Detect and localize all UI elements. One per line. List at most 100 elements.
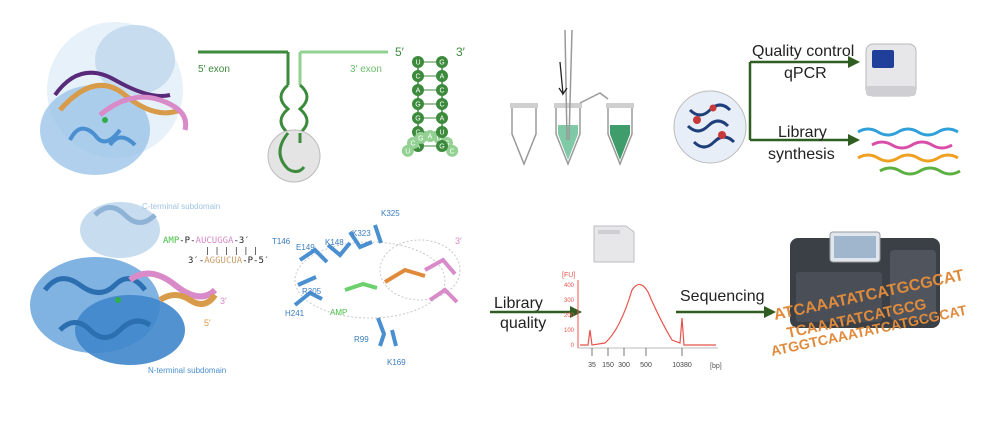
residue-label: K325 bbox=[381, 209, 400, 218]
residue-label: H241 bbox=[285, 309, 305, 318]
y-tick-label: 300 bbox=[564, 298, 575, 304]
hairpin-base bbox=[412, 112, 424, 124]
y-tick-label: 400 bbox=[564, 283, 575, 289]
residue-label: R99 bbox=[354, 335, 369, 344]
residue-label: T146 bbox=[272, 237, 291, 246]
hairpin-base bbox=[412, 56, 424, 68]
library-quality-line2: quality bbox=[500, 315, 546, 332]
hairpin-base bbox=[412, 98, 424, 110]
protein-structure-large bbox=[30, 202, 218, 365]
hairpin-base bbox=[436, 126, 448, 138]
hairpin-base bbox=[412, 84, 424, 96]
three-prime-exon-label: 3′ exon bbox=[350, 64, 382, 75]
hairpin-base bbox=[424, 130, 436, 142]
hairpin-base-letter: G bbox=[415, 102, 420, 109]
residue-label: R305 bbox=[302, 287, 322, 296]
rna-hairpin: 5′ 3′ UCAGGCAUCGAUGCGUACCAG bbox=[395, 45, 466, 157]
hairpin-base-letter: G bbox=[418, 135, 423, 142]
library-quality-line1: Library bbox=[494, 295, 543, 312]
hairpin-base-letter: C bbox=[450, 148, 455, 155]
residue-label: K323 bbox=[352, 229, 371, 238]
seq-bottom-start: 3′- bbox=[188, 256, 204, 266]
y-tick-label: 0 bbox=[571, 343, 575, 349]
hairpin-base bbox=[414, 131, 427, 144]
hairpin-base bbox=[436, 98, 448, 110]
x-tick-label: 10380 bbox=[672, 362, 692, 369]
hairpin-base bbox=[446, 144, 459, 157]
active-site-residues: T146 E149 K148 K323 K325 R305 H241 AMP R… bbox=[272, 209, 462, 367]
hairpin-base-letter: C bbox=[439, 88, 444, 95]
seq-top-amp: AMP bbox=[163, 236, 180, 246]
hairpin-base-letter: G bbox=[415, 116, 420, 123]
x-tick-label: 35 bbox=[588, 362, 596, 369]
hairpin-base-letter: C bbox=[410, 141, 415, 148]
seq-top-rna: AUCUGGA bbox=[196, 236, 235, 246]
hairpin-base bbox=[436, 56, 448, 68]
hairpin-base bbox=[412, 70, 424, 82]
library-quality-arrow bbox=[490, 306, 582, 318]
dna-sample-circle bbox=[673, 90, 747, 164]
hairpin-five-prime: 5′ bbox=[395, 45, 405, 59]
hairpin-base-letter: A bbox=[416, 144, 421, 151]
seq-bars: | | | | | | bbox=[205, 246, 258, 255]
hairpin-base-letter: G bbox=[439, 60, 444, 67]
x-tick-label: 150 bbox=[602, 362, 614, 369]
y-tick-label: 100 bbox=[564, 328, 575, 334]
sequencing-arrow bbox=[676, 306, 776, 318]
svg-text:AMP-P-AUCUGGA-3′: AMP-P-AUCUGGA-3′ bbox=[163, 236, 250, 246]
protein-structure-top bbox=[40, 22, 189, 175]
quality-control-label: Quality control bbox=[752, 43, 854, 60]
bp-axis-label: [bp] bbox=[710, 363, 722, 370]
hairpin-base bbox=[436, 70, 448, 82]
active-site-view bbox=[293, 224, 461, 347]
hairpin-base-letter: C bbox=[415, 74, 420, 81]
sequencing-label: Sequencing bbox=[680, 288, 765, 305]
library-dna-strands-icon bbox=[857, 127, 961, 176]
five-prime-exon-label: 5′ exon bbox=[198, 64, 230, 75]
synthesis-label: synthesis bbox=[768, 146, 835, 163]
rna-sequence-notation: AMP-P-AUCUGGA-3′ | | | | | | 3′-AGGUCUA-… bbox=[163, 236, 269, 266]
bioanalyzer-curve bbox=[580, 283, 716, 346]
hairpin-base-letter: U bbox=[405, 148, 410, 155]
structure-label-3: 3′ bbox=[220, 296, 227, 306]
qpcr-instrument-icon bbox=[865, 43, 917, 97]
seq-bottom-end: -P-5′ bbox=[242, 256, 269, 266]
bioanalyzer-instrument-icon bbox=[593, 225, 635, 263]
residue-label: E149 bbox=[296, 243, 315, 252]
seq-top-p: -P- bbox=[179, 236, 195, 246]
hairpin-base-letter: C bbox=[439, 102, 444, 109]
hairpin-base-letter: U bbox=[439, 130, 444, 137]
hairpin-base-letter: U bbox=[415, 60, 420, 67]
x-tick-label: 500 bbox=[640, 362, 652, 369]
hairpin-base bbox=[436, 140, 448, 152]
library-label: Library bbox=[778, 124, 827, 141]
residue-label: AMP bbox=[330, 308, 347, 317]
hairpin-three-prime: 3′ bbox=[456, 45, 466, 59]
n-terminal-label: N-terminal subdomain bbox=[148, 366, 226, 375]
extraction-tubes bbox=[510, 29, 634, 167]
hairpin-base bbox=[436, 112, 448, 124]
hairpin-base-letter: A bbox=[440, 74, 445, 81]
qc-branch-arrows bbox=[748, 56, 860, 146]
svg-text:3′-AGGUCUA-P-5′: 3′-AGGUCUA-P-5′ bbox=[188, 256, 269, 266]
qpcr-label: qPCR bbox=[784, 65, 827, 82]
intron-diagram: 5′ exon 3′ exon bbox=[198, 50, 388, 183]
c-terminal-label: C-terminal subdomain bbox=[142, 202, 220, 211]
structure-label-5: 5′ bbox=[204, 318, 211, 328]
hairpin-base-letter: A bbox=[440, 116, 445, 123]
fu-axis-label: [FU] bbox=[562, 272, 575, 279]
sequencer-instrument-icon bbox=[790, 231, 940, 328]
active-site-label-3: 3′ bbox=[455, 236, 462, 246]
hairpin-base bbox=[436, 84, 448, 96]
residue-label: K148 bbox=[325, 238, 344, 247]
hairpin-base-letter: G bbox=[439, 144, 444, 151]
y-tick-label: 200 bbox=[564, 313, 575, 319]
seq-top-end: -3′ bbox=[233, 236, 249, 246]
hairpin-base-letter: A bbox=[416, 88, 421, 95]
seq-bottom-rna: AGGUCUA bbox=[204, 256, 243, 266]
residue-label: K169 bbox=[387, 358, 406, 367]
hairpin-base-letter: U bbox=[437, 135, 442, 142]
hairpin-base-letter: A bbox=[428, 134, 433, 141]
